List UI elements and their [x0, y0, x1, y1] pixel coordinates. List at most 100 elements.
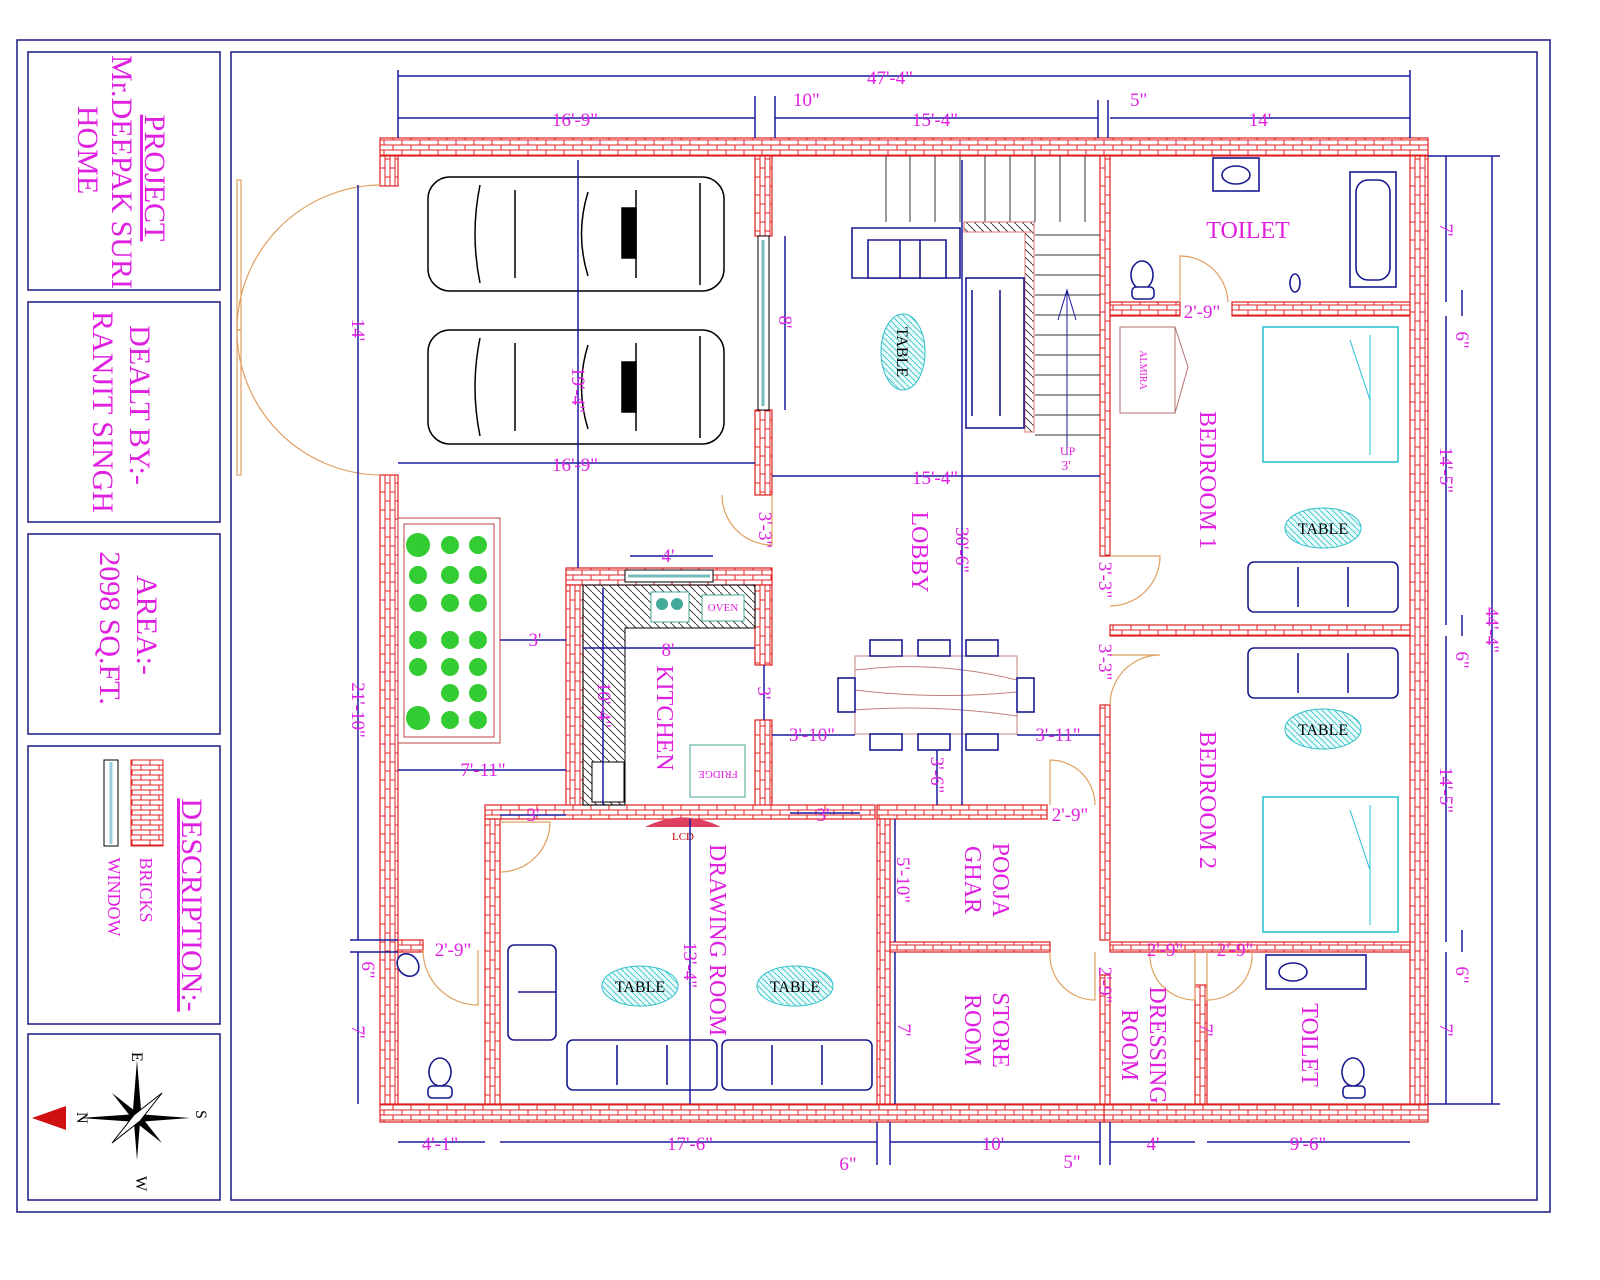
- dim-lobby-opening: 3': [817, 805, 830, 826]
- compass-n: N: [73, 1112, 90, 1124]
- compass-rose-icon: N S E W: [32, 1052, 209, 1192]
- wall-kitchen-left: [565, 584, 584, 816]
- dim-toilet1-door: 2'-9": [1184, 302, 1221, 323]
- wall-drawing-left: [484, 818, 501, 1105]
- wall-kitchen-right-a: [754, 584, 773, 666]
- wall-lobby-right-a: [1099, 155, 1111, 557]
- dim-garden-width: 7'-11": [460, 760, 505, 781]
- dim-wall-6c: 6": [1451, 966, 1472, 983]
- compass-box: [27, 1033, 221, 1201]
- project-heading: PROJECT: [138, 115, 171, 242]
- dim-door-3-3a: 3'-3": [754, 512, 775, 549]
- drawing-table-label-1: TABLE: [615, 979, 665, 996]
- room-dressing-1: DRESSING: [1144, 986, 1170, 1103]
- area-heading: AREA:-: [130, 575, 163, 675]
- room-drawing: DRAWING ROOM: [704, 844, 730, 1036]
- wall-pooja-store: [889, 941, 1051, 953]
- dim-store-7: 7': [893, 1024, 914, 1037]
- dim-b-5: 5": [1063, 1152, 1080, 1173]
- bedroom-furniture: [1119, 326, 1399, 933]
- dim-bed1-door: 3'-3": [1094, 562, 1115, 599]
- wall-bed2-toilet2: [1109, 941, 1411, 953]
- dim-b-17-6: 17'-6": [667, 1134, 713, 1155]
- drawing-table-label-2: TABLE: [770, 979, 820, 996]
- fridge-icon: [689, 744, 746, 798]
- sheet-border: [16, 39, 1551, 1213]
- dim-drawing-door: 3': [527, 805, 540, 826]
- dim-pooja-door: 2'-9": [1052, 805, 1089, 826]
- dim-dining-left: 3'-10": [789, 725, 835, 746]
- dim-toilet2-door: 2'-9": [1217, 940, 1254, 961]
- project-box: [27, 51, 221, 291]
- doors: [236, 179, 1253, 1006]
- bath-fixtures: [396, 157, 1397, 1099]
- dim-toilet2-depth: 7': [1435, 1024, 1456, 1037]
- room-lobby: LOBBY: [906, 511, 932, 592]
- dim-wall-6a: 6": [1451, 331, 1472, 348]
- wall-toilet1-a: [1109, 301, 1181, 317]
- bed1-table-label: TABLE: [1298, 521, 1348, 538]
- table-icons: [601, 313, 1362, 1007]
- staircase-icon: [885, 156, 1100, 455]
- dim-b-10: 10': [982, 1134, 1004, 1155]
- dim-garage-door: 14': [347, 319, 368, 341]
- almira-label: ALMIRA: [1137, 350, 1148, 390]
- wall-garage-lobby-b: [754, 409, 773, 496]
- fridge-label: FRIDGE: [698, 768, 738, 780]
- dim-stair-3: 3': [1061, 459, 1071, 474]
- dimension-lines: [350, 70, 1500, 1165]
- dim-b-4-1: 4'-1": [422, 1134, 459, 1155]
- drawing-frame: [230, 51, 1538, 1201]
- dim-lobby-width: 15'-4": [912, 110, 958, 131]
- stair-up-label: UP: [1060, 444, 1076, 458]
- dim-store-door: 2'-9": [1094, 967, 1115, 1004]
- drawing-sofas: [507, 944, 873, 1091]
- sofa-icon: [851, 227, 1025, 429]
- dealt-name: RANJIT SINGH: [86, 311, 119, 513]
- legend-bricks-label: BRICKS: [136, 857, 156, 922]
- dim-dining-gap: 3'-6": [926, 757, 947, 794]
- dim-kitchen-depth: 10'-4": [593, 682, 614, 728]
- dim-overall-depth: 44'-4": [1481, 607, 1502, 653]
- dim-drawing-depth: 13'-4": [679, 942, 700, 988]
- dim-bath-left-depth: 7': [347, 1026, 368, 1039]
- room-toilet2: TOILET: [1296, 1003, 1322, 1087]
- dim-garage-width: 16'-9": [552, 110, 598, 131]
- dim-lobby-depth: 30'-6": [951, 527, 972, 573]
- dim-bed2-depth: 14'-5": [1435, 767, 1456, 813]
- description-heading: DESCRIPTION:-: [175, 798, 208, 1011]
- window-icon: [624, 235, 770, 583]
- wall-bed1-bed2: [1109, 624, 1411, 637]
- dim-wall-6d: 6": [357, 961, 378, 978]
- area-value: 2098 SQ.FT.: [93, 551, 126, 705]
- room-bedroom2: BEDROOM 2: [1194, 731, 1220, 869]
- dim-dining-right: 3'-11": [1035, 725, 1080, 746]
- wall-top: [379, 137, 1429, 157]
- dim-toilet1-depth: 7': [1435, 224, 1456, 237]
- room-bedroom1: BEDROOM 1: [1194, 411, 1220, 549]
- dim-kitchen-width: 8': [662, 640, 675, 661]
- dim-kitchen-door: 3': [753, 687, 774, 700]
- room-kitchen: KITCHEN: [651, 665, 677, 770]
- dim-bath-left-door: 2'-9": [435, 940, 472, 961]
- legend-bricks-swatch: [130, 759, 164, 847]
- bed2-table-label: TABLE: [1298, 722, 1348, 739]
- oven-icon: [701, 594, 745, 622]
- wall-drawing-pooja: [876, 818, 891, 1105]
- almira-icon: [1119, 326, 1176, 414]
- dim-overall-width: 47'-4": [867, 68, 913, 89]
- wall-lobby-right-c: [1099, 974, 1111, 1105]
- wall-dressing: [1194, 984, 1208, 1105]
- wall-left: [379, 474, 399, 1105]
- wall-bath-left: [397, 939, 424, 953]
- dining-table-icon: [837, 639, 1035, 751]
- dim-toilet2-7: 7': [1195, 1024, 1216, 1037]
- lcd-label: LCD: [672, 831, 694, 843]
- wall-toilet1-b: [1231, 301, 1411, 317]
- legend-window-label: WINDOW: [104, 858, 124, 937]
- wall-lobby-right-b: [1099, 704, 1111, 941]
- dealt-box: [27, 301, 221, 523]
- dim-garage-inner: 16'-9": [552, 455, 598, 476]
- dim-wall-5: 5": [1130, 90, 1147, 111]
- dim-b-4: 4': [1147, 1134, 1160, 1155]
